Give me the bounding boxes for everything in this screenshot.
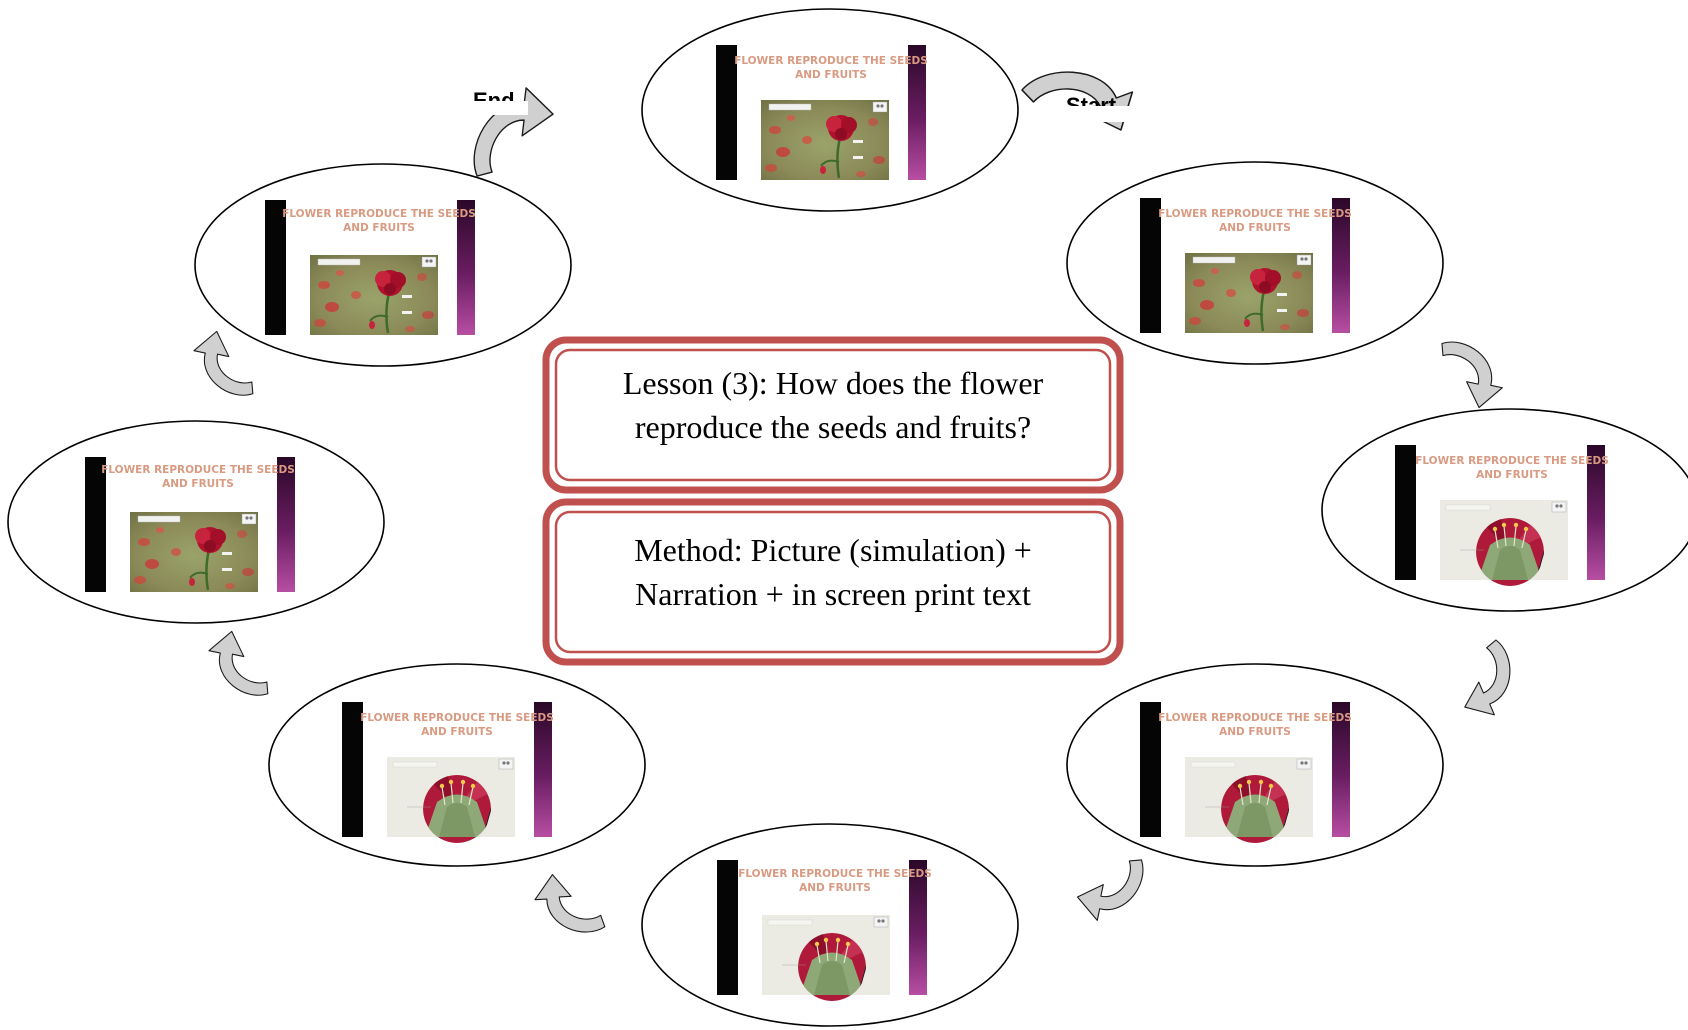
slide-node-upper-left: FLOWER REPRODUCE THE SEEDS AND FRUITS	[194, 163, 572, 367]
method-line2: Narration + in screen print text	[635, 576, 1031, 612]
slide-thumbnail	[265, 200, 475, 335]
slide-title-line2: AND FRUITS	[343, 222, 415, 234]
slide-node-bottom: FLOWER REPRODUCE THE SEEDS AND FRUITS	[641, 823, 1019, 1027]
slide-node-upper-right: FLOWER REPRODUCE THE SEEDS AND FRUITS	[1066, 161, 1444, 365]
slide-node-lower-right: FLOWER REPRODUCE THE SEEDS AND FRUITS	[1066, 663, 1444, 867]
curved-arrow-icon	[1464, 639, 1511, 716]
slide-title-line1: FLOWER REPRODUCE THE SEEDS	[101, 464, 295, 476]
slide-title-line2: AND FRUITS	[799, 882, 871, 894]
slide-title-line1: FLOWER REPRODUCE THE SEEDS	[1158, 712, 1352, 724]
slide-node-lower-left: FLOWER REPRODUCE THE SEEDS AND FRUITS	[268, 663, 646, 867]
lesson-title-text: Lesson (3): How does the flower reproduc…	[548, 361, 1118, 449]
slide-title-line1: FLOWER REPRODUCE THE SEEDS	[738, 868, 932, 880]
slide-title-line1: FLOWER REPRODUCE THE SEEDS	[360, 712, 554, 724]
slide-title-line2: AND FRUITS	[162, 478, 234, 490]
curved-arrow-icon	[529, 871, 617, 941]
slide-node-right: FLOWER REPRODUCE THE SEEDS AND FRUITS	[1321, 408, 1688, 612]
method-line1: Method: Picture (simulation) +	[634, 532, 1032, 568]
method-text: Method: Picture (simulation) + Narration…	[548, 528, 1118, 616]
slide-title-line1: FLOWER REPRODUCE THE SEEDS	[734, 55, 928, 67]
lesson-title-line2: reproduce the seeds and fruits?	[634, 409, 1032, 445]
curved-arrow-icon	[1423, 331, 1512, 413]
slide-title-line1: FLOWER REPRODUCE THE SEEDS	[1415, 455, 1609, 467]
slide-node-left: FLOWER REPRODUCE THE SEEDS AND FRUITS	[7, 420, 385, 624]
curved-arrow-icon	[199, 626, 286, 706]
lesson-title-line1: Lesson (3): How does the flower	[622, 365, 1044, 401]
curved-arrow-icon	[1072, 841, 1154, 930]
slide-title-line2: AND FRUITS	[795, 69, 867, 81]
slide-title-line2: AND FRUITS	[421, 726, 493, 738]
lesson-title-box	[542, 336, 1124, 494]
slide-title-line2: AND FRUITS	[1219, 726, 1291, 738]
method-box	[542, 498, 1124, 666]
slide-title-line2: AND FRUITS	[1219, 222, 1291, 234]
slide-title-line1: FLOWER REPRODUCE THE SEEDS	[282, 208, 476, 220]
slide-title-line2: AND FRUITS	[1476, 469, 1548, 481]
slide-node-top: FLOWER REPRODUCE THE SEEDS AND FRUITS	[641, 8, 1019, 212]
slide-title-line1: FLOWER REPRODUCE THE SEEDS	[1158, 208, 1352, 220]
